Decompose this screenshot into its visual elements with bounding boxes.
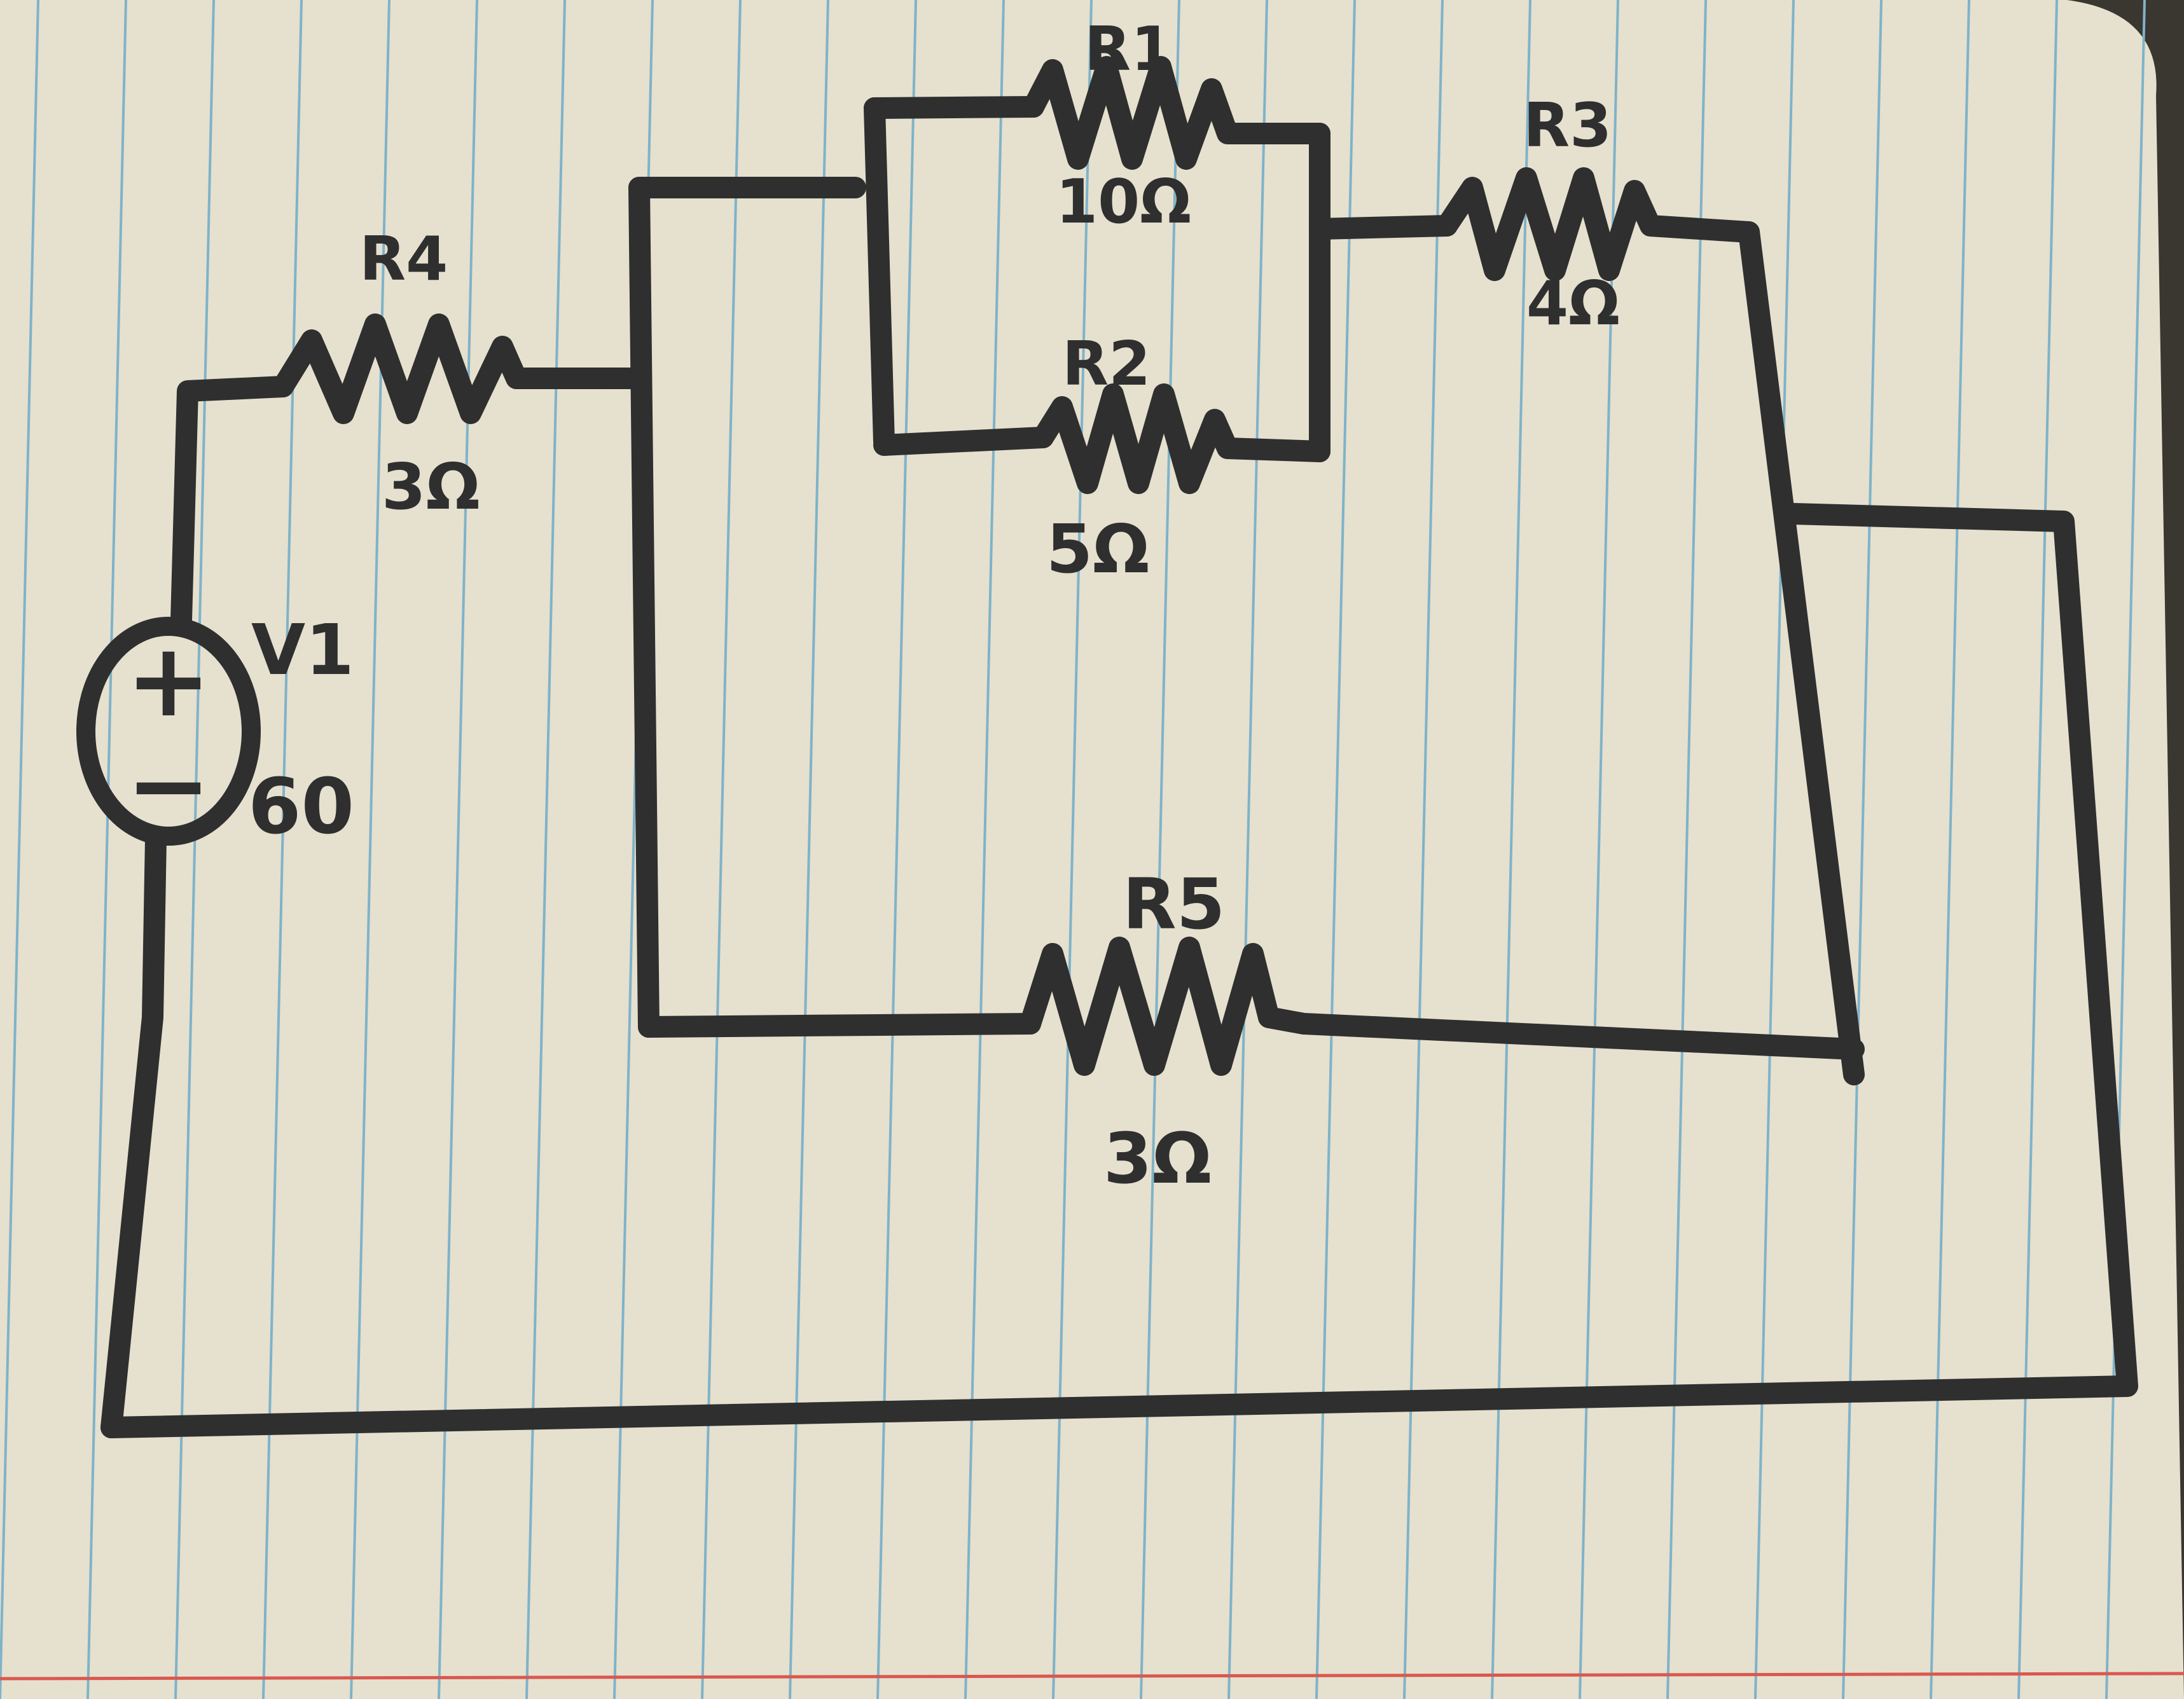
ruled-line: [2017, 0, 2058, 1699]
source-value: 60: [248, 763, 354, 851]
source-plus-sign: +: [126, 621, 211, 739]
wire-r1-left: [864, 96, 1044, 119]
r1-value: 10Ω: [1056, 167, 1191, 237]
resistor-r5-zigzag: [1019, 937, 1315, 1076]
margin-line: [0, 1672, 2184, 1681]
ruled-line: [86, 0, 127, 1699]
r5-name: R5: [1123, 863, 1225, 945]
source-minus-sign: −: [126, 726, 211, 844]
wire-parallel-to-r3: [1309, 215, 1458, 240]
ruled-line: [1491, 0, 1531, 1699]
ruled-line: [1227, 0, 1268, 1699]
ruled-line: [1930, 0, 1970, 1699]
wire-center-vertical: [628, 177, 660, 1038]
voltage-source-circle: [76, 617, 261, 846]
wire-right-inner: [1738, 221, 1865, 1085]
resistor-r2-zigzag: [1032, 383, 1330, 494]
resistor-r4-zigzag: [272, 313, 621, 424]
wire-source-bottom: [100, 829, 167, 1438]
resistor-r1-zigzag: [1023, 56, 1330, 170]
circuit: [76, 56, 2138, 1438]
source-name: V1: [251, 609, 354, 691]
ruled-line: [1842, 0, 1883, 1699]
ruled-line: [0, 0, 39, 1699]
r3-name: R3: [1523, 91, 1612, 161]
wire-bottom: [100, 503, 2138, 1438]
r4-value: 3Ω: [382, 450, 480, 524]
wire-left: [170, 376, 294, 631]
r3-value: 4Ω: [1526, 269, 1620, 339]
r2-name: R2: [1062, 329, 1151, 399]
ruled-line: [1403, 0, 1444, 1699]
ruled-line: [1754, 0, 1795, 1699]
parallel-left-rail: [864, 97, 895, 453]
r4-name: R4: [359, 224, 448, 294]
r5-value: 3Ω: [1103, 1118, 1212, 1199]
ruled-line: [1579, 0, 1619, 1699]
wire-r5-left: [638, 1013, 1041, 1038]
resistor-r3-zigzag: [1436, 167, 1760, 281]
r1-name: R1: [1084, 15, 1173, 85]
ruled-line: [1315, 0, 1356, 1699]
ruled-line: [1666, 0, 1707, 1699]
ruled-line: [2105, 0, 2146, 1699]
r2-value: 5Ω: [1046, 511, 1149, 588]
wire-r5-right: [1293, 1013, 1865, 1060]
wire-r2-left: [873, 427, 1054, 456]
